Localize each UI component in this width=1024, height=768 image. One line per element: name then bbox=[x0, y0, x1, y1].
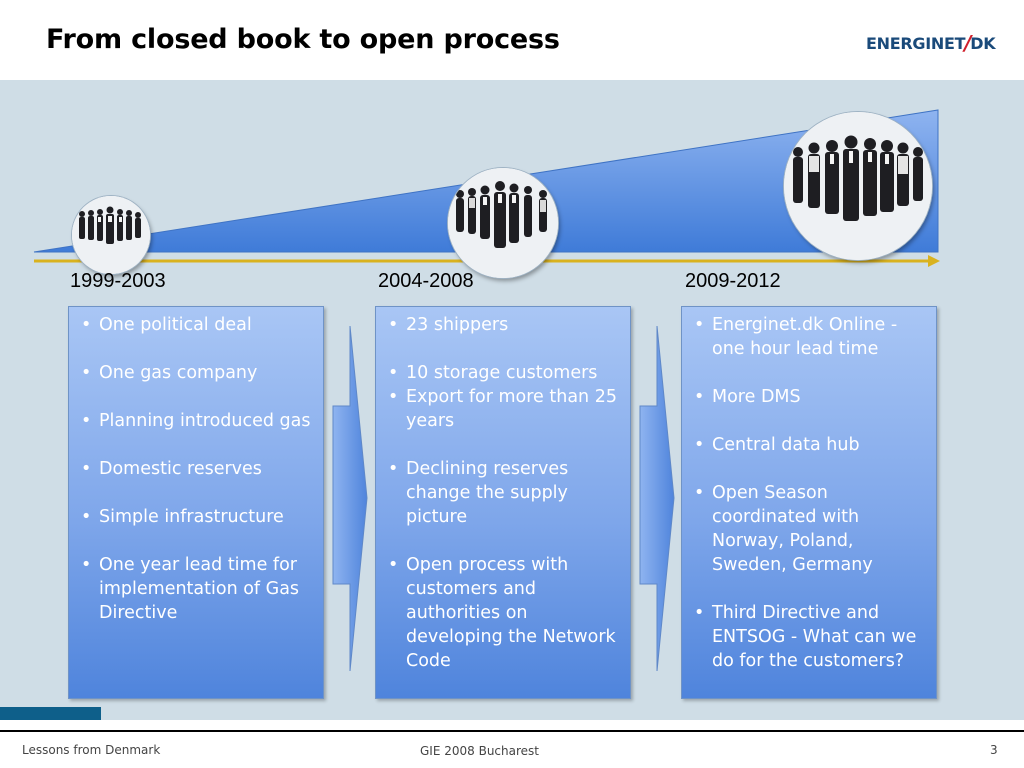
slide-title: From closed book to open process bbox=[46, 24, 560, 55]
list-item: Open process with customers and authorit… bbox=[384, 553, 624, 673]
list-item: Energinet.dk Online - one hour lead time bbox=[690, 313, 930, 361]
list-item: Simple infrastructure bbox=[77, 505, 317, 529]
list-item: One gas company bbox=[77, 361, 317, 385]
list-item: Domestic reserves bbox=[77, 457, 317, 481]
people-photo-medium bbox=[448, 168, 558, 278]
people-photo-small bbox=[72, 196, 150, 274]
period-panel-1: One political deal One gas company Plann… bbox=[68, 306, 324, 699]
period-year-3: 2009-2012 bbox=[685, 270, 781, 292]
list-item: One political deal bbox=[77, 313, 317, 337]
page-number: 3 bbox=[990, 743, 998, 757]
list-item: 10 storage customers bbox=[384, 361, 624, 385]
list-item: Open Season coordinated with Norway, Pol… bbox=[690, 481, 930, 577]
period-panel-2: 23 shippers 10 storage customers Export … bbox=[375, 306, 631, 699]
energinet-logo: ENERGINET/DK bbox=[866, 31, 996, 55]
period-year-2: 2004-2008 bbox=[378, 270, 474, 292]
list-item: Declining reserves change the supply pic… bbox=[384, 457, 624, 529]
footer-divider bbox=[0, 730, 1024, 732]
footer-accent-bar bbox=[0, 707, 101, 720]
list-item: Central data hub bbox=[690, 433, 930, 457]
period-panel-3: Energinet.dk Online - one hour lead time… bbox=[681, 306, 937, 699]
period-year-1: 1999-2003 bbox=[70, 270, 166, 292]
chevron-arrow-1 bbox=[332, 326, 368, 671]
list-item: Third Directive and ENTSOG - What can we… bbox=[690, 601, 930, 673]
chevron-arrow-2 bbox=[639, 326, 675, 671]
content-band: 1999-2003 2004-2008 2009-2012 One politi… bbox=[0, 80, 1024, 720]
list-item: Export for more than 25 years bbox=[384, 385, 624, 433]
people-photo-large bbox=[784, 112, 932, 260]
list-item: More DMS bbox=[690, 385, 930, 409]
list-item: 23 shippers bbox=[384, 313, 624, 337]
list-item: Planning introduced gas bbox=[77, 409, 317, 433]
footer-center-text: GIE 2008 Bucharest bbox=[420, 744, 539, 758]
footer-left-text: Lessons from Denmark bbox=[22, 743, 161, 757]
list-item: One year lead time for implementation of… bbox=[77, 553, 317, 625]
